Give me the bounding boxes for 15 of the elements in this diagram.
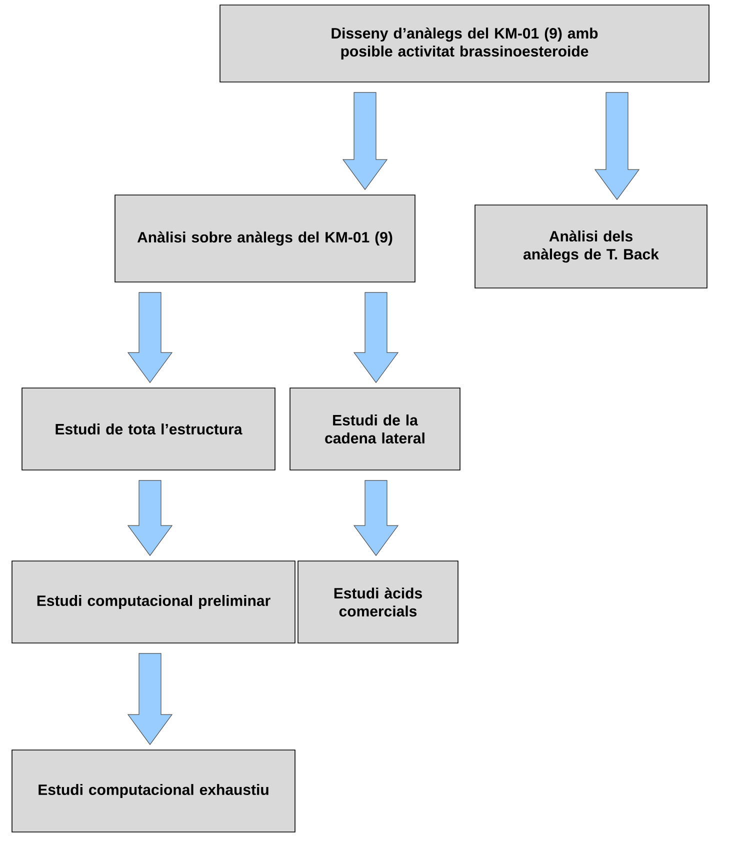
block-arrow: [127, 653, 173, 746]
block-arrow: [353, 480, 399, 556]
process-box: Estudi àcids comercials: [298, 560, 458, 644]
block-arrow: [353, 292, 399, 384]
block-arrow: [127, 292, 173, 384]
process-box: Anàlisi sobre anàlegs del KM-01 (9): [114, 194, 416, 282]
block-arrow: [594, 92, 640, 200]
process-box: Estudi computacional preliminar: [12, 560, 296, 644]
block-arrow: [127, 480, 173, 556]
block-arrow: [342, 92, 388, 190]
process-box: Disseny d’anàlegs del KM-01 (9) amb posible activitat brassinoesteroide: [220, 4, 710, 82]
process-box: Anàlisi dels anàlegs de T. Back: [474, 204, 708, 288]
process-box: Estudi computacional exhaustiu: [12, 750, 296, 832]
process-box: Estudi de la cadena lateral: [290, 388, 460, 470]
process-box: Estudi de tota l’estructura: [22, 388, 276, 470]
